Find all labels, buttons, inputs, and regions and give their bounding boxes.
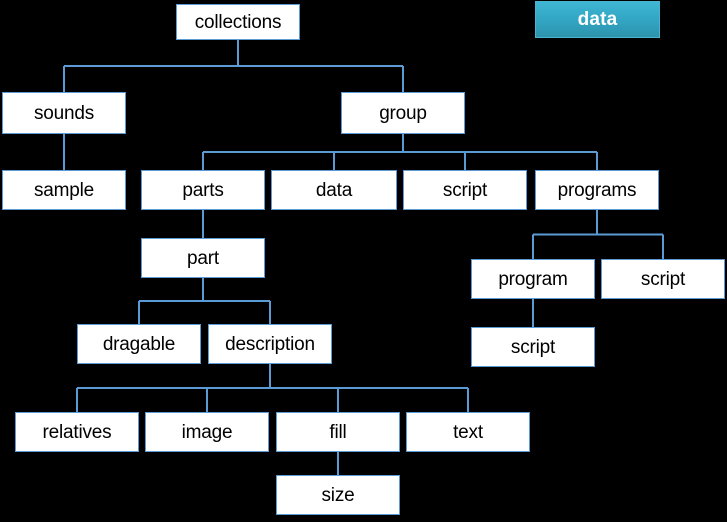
node-relatives[interactable]: relatives xyxy=(15,412,139,452)
node-label: description xyxy=(225,333,315,355)
node-script-progs[interactable]: script xyxy=(601,259,725,299)
node-label: sample xyxy=(33,179,95,201)
node-label: relatives xyxy=(42,421,112,443)
node-label: part xyxy=(187,247,219,269)
node-data-node[interactable]: data xyxy=(271,170,397,210)
node-label: image xyxy=(181,421,233,443)
node-label: parts xyxy=(182,179,224,201)
node-script-prog[interactable]: script xyxy=(471,327,595,367)
data-badge: data xyxy=(535,1,660,38)
node-label: group xyxy=(379,102,427,124)
node-program[interactable]: program xyxy=(471,259,595,299)
node-label: script xyxy=(640,268,686,290)
node-image[interactable]: image xyxy=(145,412,269,452)
node-label: fill xyxy=(329,421,347,443)
node-label: data xyxy=(315,179,353,201)
node-fill[interactable]: fill xyxy=(276,412,400,452)
node-sounds[interactable]: sounds xyxy=(2,92,126,134)
node-programs[interactable]: programs xyxy=(535,170,659,210)
node-group[interactable]: group xyxy=(341,92,465,134)
node-part[interactable]: part xyxy=(141,238,265,278)
node-sample[interactable]: sample xyxy=(2,170,126,210)
node-label: script xyxy=(442,179,488,201)
node-collections[interactable]: collections xyxy=(176,4,300,40)
node-size[interactable]: size xyxy=(276,475,400,515)
node-label: sounds xyxy=(33,102,95,124)
node-label: dragable xyxy=(102,333,176,355)
node-label: collections xyxy=(194,11,282,33)
node-label: programs xyxy=(557,179,637,201)
node-label: script xyxy=(510,336,556,358)
node-description[interactable]: description xyxy=(208,324,332,364)
node-label: text xyxy=(453,421,483,443)
node-parts[interactable]: parts xyxy=(141,170,265,210)
node-label: program xyxy=(498,268,568,290)
node-dragable[interactable]: dragable xyxy=(77,324,201,364)
data-badge-label: data xyxy=(577,8,618,30)
node-label: size xyxy=(321,484,355,506)
node-script-group[interactable]: script xyxy=(403,170,527,210)
node-text[interactable]: text xyxy=(406,412,530,452)
